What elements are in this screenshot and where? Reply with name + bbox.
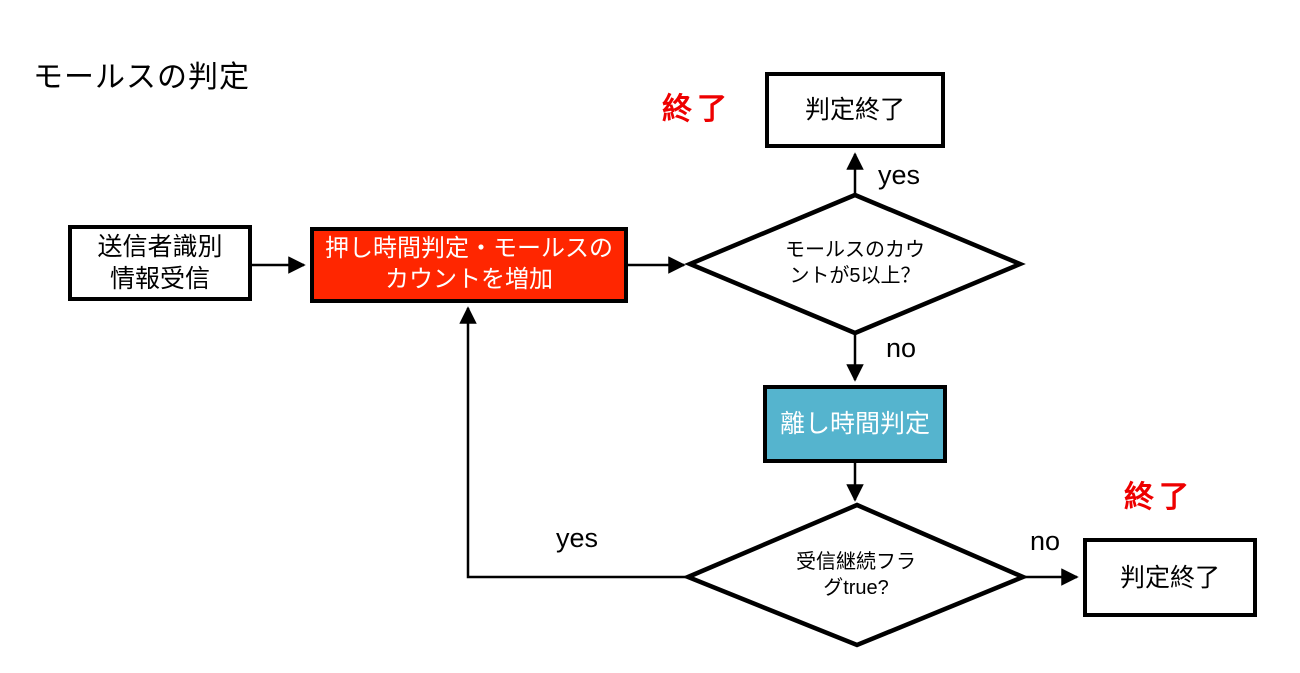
node-start-label-line1: 送信者識別 — [97, 233, 223, 261]
continue-check-line2: グtrue? — [823, 577, 889, 599]
node-release-label: 離し時間判定 — [779, 410, 930, 438]
count-check-line2: ントが5以上？ — [789, 265, 921, 287]
count-check-line1: モールスのカウ — [785, 239, 925, 261]
end-marker-bottom: 終了 — [1124, 481, 1194, 514]
continue-check-line1: 受信継続フラ — [796, 551, 916, 573]
edge-label-no-top: no — [886, 333, 917, 363]
node-start: 送信者識別 情報受信 — [68, 225, 252, 301]
node-release-time-judge: 離し時間判定 — [763, 385, 947, 463]
node-start-label-line2: 情報受信 — [109, 265, 210, 293]
edge-label-no-bottom: no — [1030, 526, 1061, 556]
edge-label-yes-loop: yes — [556, 523, 599, 553]
node-press-label-line1: 押し時間判定・モールスの — [325, 235, 613, 263]
node-count-check-label: モールスのカウ ントが5以上？ — [735, 237, 975, 289]
diamond-continue-check — [682, 502, 1029, 648]
edge-label-yes-top: yes — [878, 160, 921, 190]
node-end-top-label: 判定終了 — [804, 96, 905, 124]
node-press-time-judge: 押し時間判定・モールスの カウントを増加 — [310, 227, 628, 303]
arrow-yes-loop-to-press — [459, 306, 688, 579]
node-continue-check-label: 受信継続フラ グtrue? — [736, 549, 976, 601]
page-title: モールスの判定 — [33, 61, 250, 94]
node-press-label-line2: カウントを増加 — [385, 266, 553, 293]
node-end-bottom: 判定終了 — [1083, 538, 1257, 617]
end-marker-top: 終了 — [662, 93, 732, 126]
node-end-bottom-label: 判定終了 — [1119, 563, 1220, 592]
node-end-top: 判定終了 — [765, 72, 945, 148]
diamond-count-check — [684, 192, 1026, 336]
